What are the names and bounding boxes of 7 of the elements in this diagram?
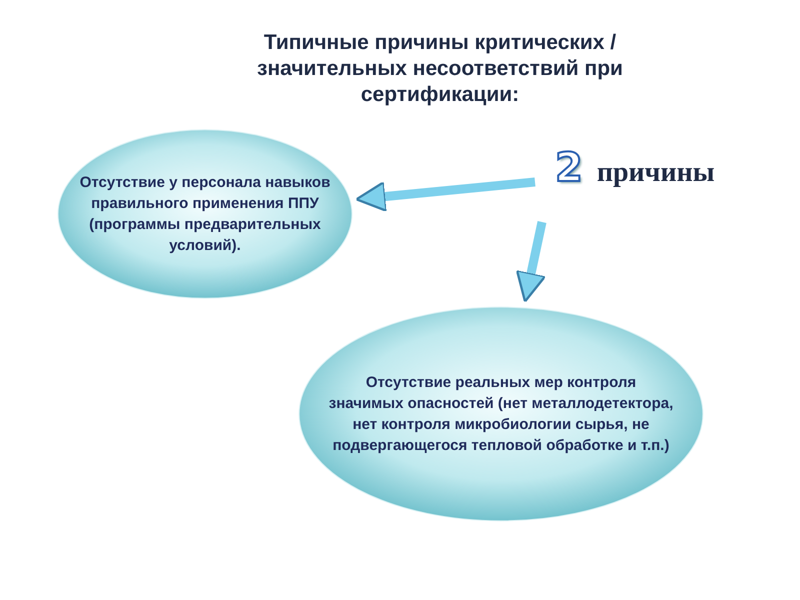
- label-text: причины: [596, 157, 715, 189]
- number-text: 2: [555, 145, 583, 191]
- reason-text: Отсутствие реальных мер контроля значимых опасностей (нет металлодетектора, нет контроля микробиологии сырья, не подвергающегося тепловой обработке и т.п.): [328, 373, 674, 456]
- arrow: [355, 178, 536, 212]
- arrow: [516, 221, 546, 303]
- title: Типичные причины критических / значительных несоответствий при сертификации:: [256, 30, 624, 108]
- reason-text: Отсутствие у персонала навыков правильного применения ППУ (программы предварительных условий).: [79, 173, 331, 256]
